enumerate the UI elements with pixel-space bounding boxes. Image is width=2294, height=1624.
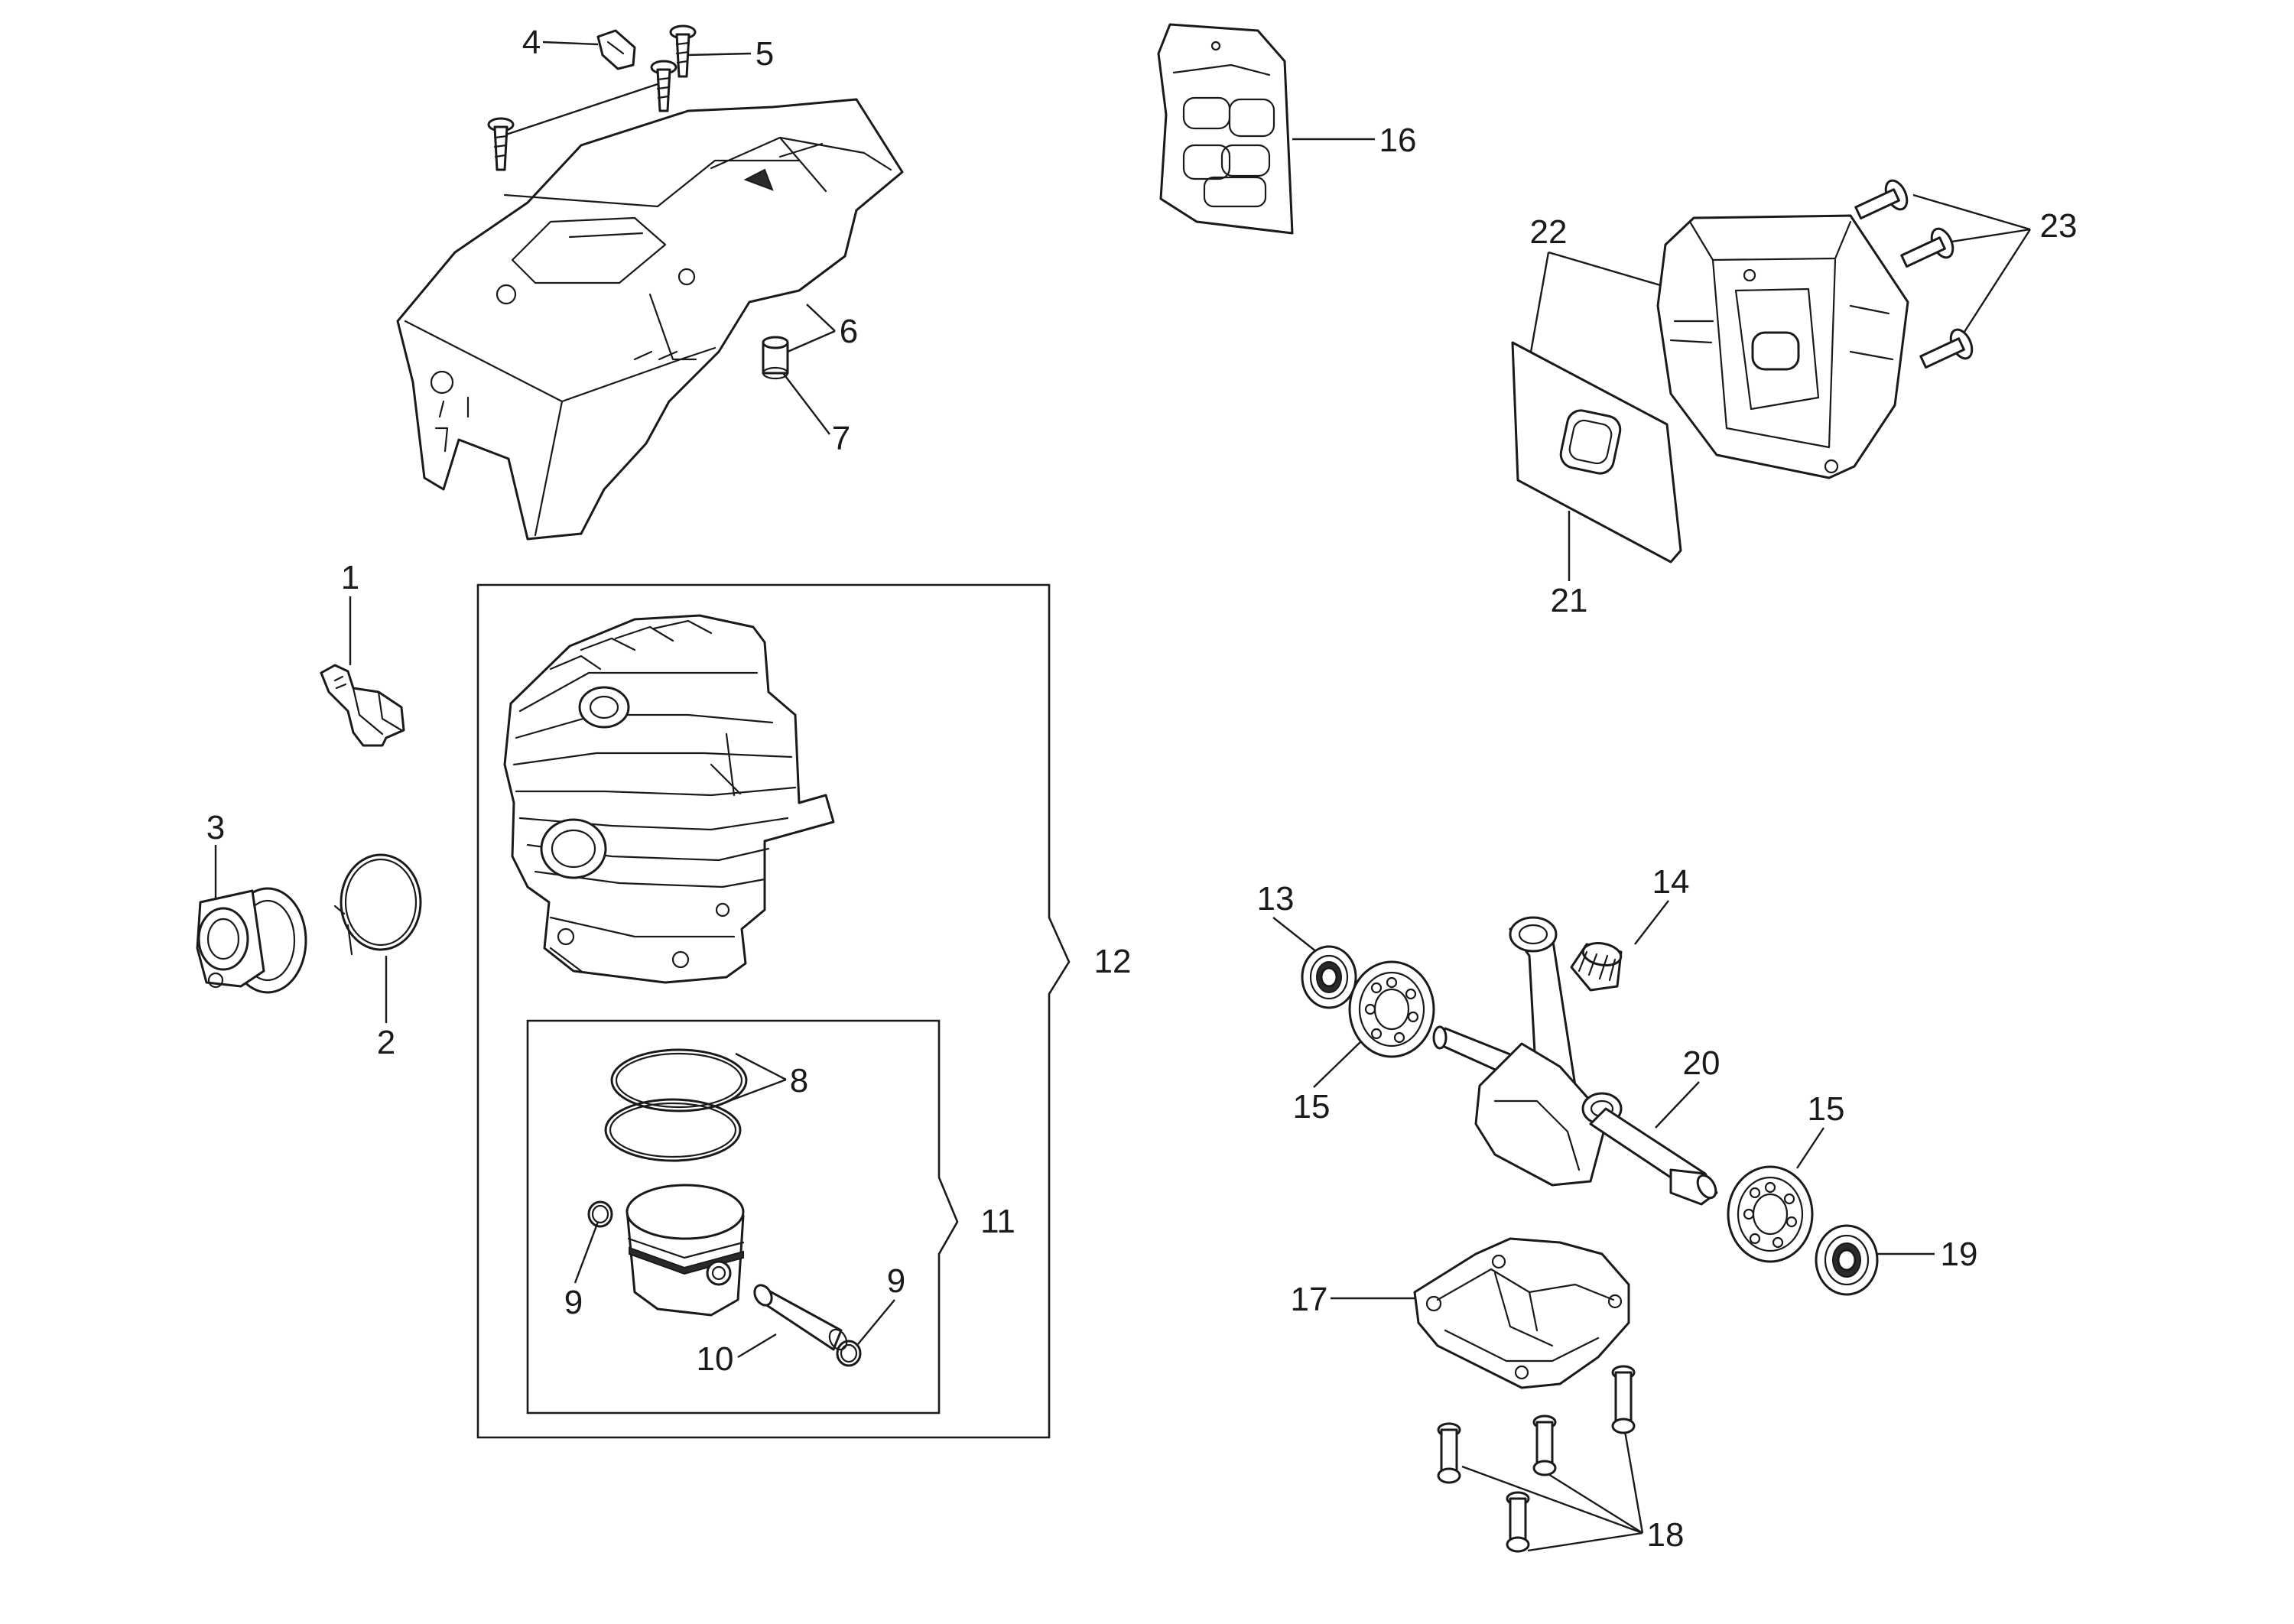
spark-plug-icon [320,664,405,747]
callout-11: 11 [980,1203,1015,1240]
callout-21: 21 [1551,582,1588,619]
circlip-icon [587,1200,613,1228]
callout-5: 5 [755,35,774,73]
callout-15a: 15 [1293,1088,1331,1125]
muffler-icon [1656,214,1909,479]
bolt-icon [1437,1422,1461,1484]
callout-12: 12 [1094,943,1132,980]
callout-labels: 1 2 3 4 5 6 7 8 9 9 10 11 12 13 14 15 15… [206,24,2078,1554]
callout-17: 17 [1291,1281,1328,1318]
ball-bearing-icon [1727,1165,1814,1263]
crankcase-icon [1413,1237,1630,1389]
callout-13: 13 [1257,880,1295,918]
piston-rings-icon [604,1048,748,1162]
callout-4: 4 [522,24,541,61]
bolt-icon [1532,1415,1557,1476]
callout-22: 22 [1530,213,1568,251]
needle-bearing-icon [1570,942,1623,992]
muffler-gasket-icon [1511,341,1682,564]
callout-10: 10 [697,1340,734,1378]
callout-15b: 15 [1808,1090,1845,1128]
bushing-icon [762,336,789,380]
callout-8: 8 [790,1062,808,1099]
crankshaft-icon [1432,916,1718,1206]
cylinder-icon [503,614,835,984]
oil-seal-icon [1815,1224,1879,1296]
top-cover-icon [396,98,904,541]
intake-flange-icon [196,887,307,994]
callout-16: 16 [1379,122,1417,159]
bolt-icon [1506,1491,1530,1553]
circlip-icon [836,1340,862,1367]
wire-clip-icon [333,853,422,956]
cylinder-kit-frame [476,583,1071,1439]
oil-seal-icon [1301,945,1357,1009]
ball-bearing-icon [1348,960,1435,1058]
callout-1: 1 [341,559,359,596]
callout-3: 3 [206,809,225,846]
piston-kit-frame [526,1019,959,1415]
callout-19: 19 [1941,1236,1978,1273]
screw-icon [487,24,697,171]
leader-lines [214,41,2032,1552]
callout-18: 18 [1647,1516,1685,1554]
clip-nut-icon [596,29,636,70]
piston-icon [625,1184,745,1317]
callout-23: 23 [2040,207,2078,245]
callout-20: 20 [1683,1044,1720,1082]
piston-pin-icon [753,1284,848,1351]
callout-14: 14 [1652,863,1690,901]
callout-6: 6 [840,313,858,350]
callout-7: 7 [832,420,850,457]
callout-9a: 9 [564,1284,583,1321]
gasket-sheet-icon [1157,23,1294,235]
bolt-icon [1611,1365,1636,1434]
callout-2: 2 [377,1024,395,1061]
callout-9b: 9 [887,1262,905,1300]
muffler-screw-icon [1854,179,1974,369]
